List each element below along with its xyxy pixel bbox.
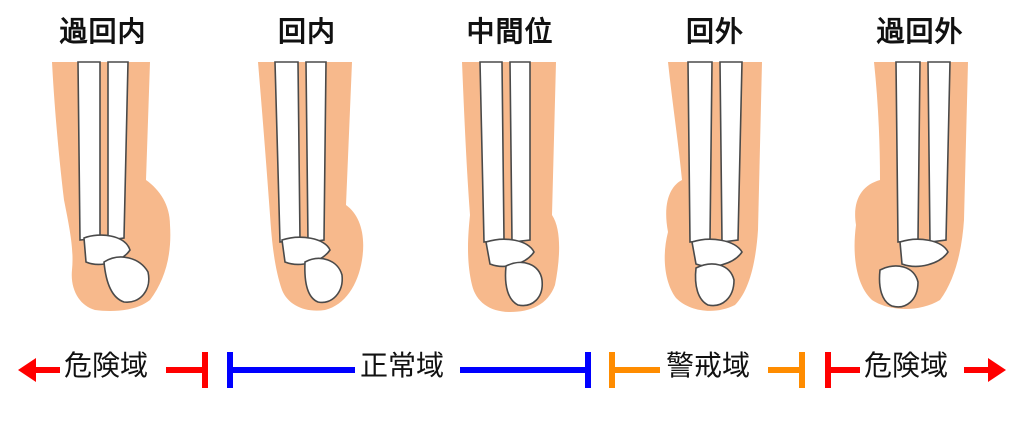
- arrow-left-icon: [18, 358, 36, 382]
- zone-danger-left: [18, 352, 208, 388]
- zone-label-caution: 警戒域: [662, 348, 755, 384]
- zone-normal: [227, 352, 591, 388]
- zone-bar: [18, 352, 1006, 388]
- arrow-right-icon: [988, 358, 1006, 382]
- leg-hyper-pronation: [52, 61, 171, 311]
- leg-pronation: [258, 61, 364, 311]
- title-pronation: 回内: [277, 15, 336, 48]
- title-hyper-supination: 過回外: [876, 15, 964, 48]
- zone-danger-right: [825, 352, 1006, 388]
- leg-illustrations: .skin{fill:#f7b98c;} .bone{fill:#ffffff;…: [52, 61, 968, 312]
- title-supination: 回外: [685, 15, 744, 48]
- zone-label-danger-left: 危険域: [60, 348, 153, 384]
- zone-label-normal: 正常域: [356, 348, 449, 384]
- zone-caution: [609, 352, 805, 388]
- zone-label-danger-right: 危険域: [860, 348, 953, 384]
- title-neutral: 中間位: [466, 15, 554, 48]
- leg-neutral: [462, 61, 560, 312]
- leg-supination: [664, 61, 762, 311]
- title-hyper-pronation: 過回内: [59, 15, 147, 48]
- leg-hyper-supination: [854, 61, 968, 309]
